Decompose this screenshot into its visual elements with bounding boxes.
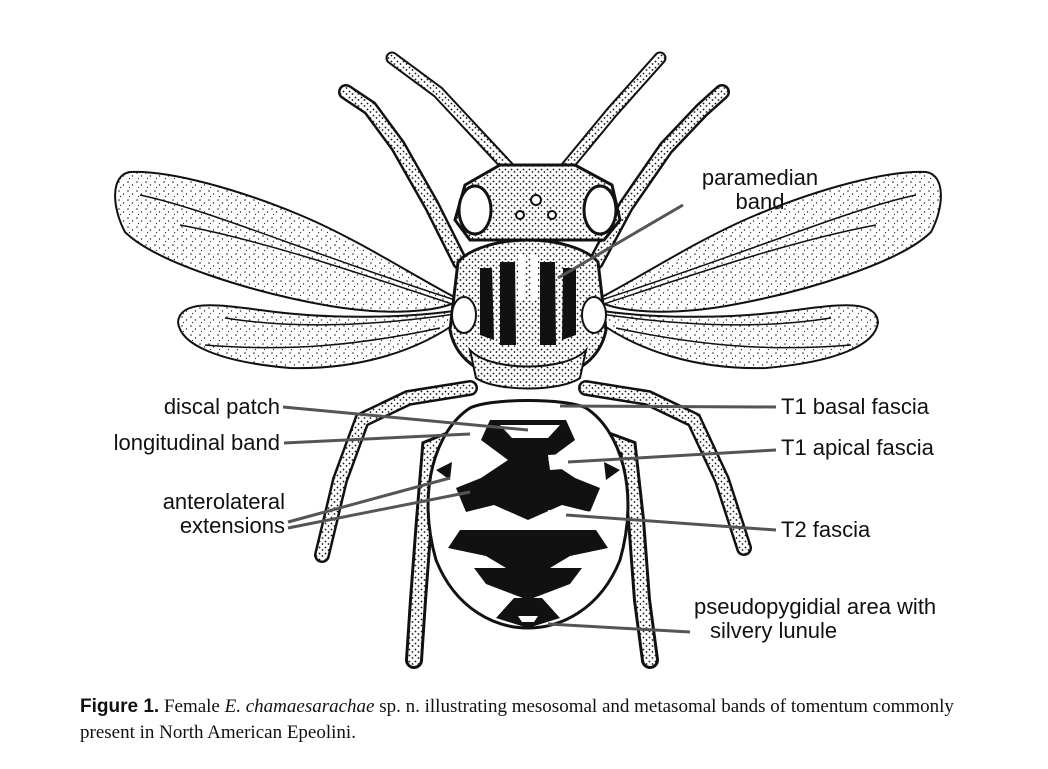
antennae <box>385 51 667 187</box>
label-line: anterolateral <box>162 489 285 514</box>
bee-illustration <box>114 51 942 669</box>
head <box>453 163 622 242</box>
pseudopygidial-area <box>496 598 560 628</box>
t1-black-area <box>456 420 600 520</box>
mesosoma <box>448 238 608 390</box>
label-t1-apical-fascia: T1 apical fascia <box>781 435 934 460</box>
caption-text-after: sp. n. illustrating mesosomal and metaso… <box>80 696 954 743</box>
t3-black-area <box>448 530 608 580</box>
left-hindwing <box>176 304 461 370</box>
label-anterolateral-extensions: anterolateral extensions <box>80 490 285 538</box>
label-longitudinal-band: longitudinal band <box>113 430 280 455</box>
label-discal-patch: discal patch <box>163 394 280 419</box>
label-line: extensions <box>179 513 285 538</box>
right-eye <box>582 184 618 236</box>
t2-fascia <box>548 510 608 526</box>
right-hindwing <box>595 304 880 370</box>
label-pseudopygidial-area: pseudopygidial area with silvery lunule <box>694 595 936 643</box>
caption-text-before: Female <box>163 696 220 717</box>
wings <box>114 170 942 370</box>
leader-lines <box>282 203 777 634</box>
label-line: silvery lunule <box>710 618 838 643</box>
label-line: band <box>735 189 785 214</box>
label-paramedian-band: paramedian band <box>680 166 840 214</box>
label-line: paramedian <box>701 165 819 190</box>
label-t2-fascia: T2 fascia <box>781 517 871 542</box>
metasoma <box>426 399 630 630</box>
figure-label: Figure 1. <box>80 696 160 717</box>
label-line: pseudopygidial area with <box>694 594 937 619</box>
figure-caption: Figure 1. Female E. chamaesarachae sp. n… <box>80 694 980 746</box>
species-name: E. chamaesarachae <box>224 696 375 717</box>
legs <box>314 380 752 669</box>
left-eye <box>457 184 493 236</box>
t4-black-area <box>474 568 582 600</box>
label-t1-basal-fascia: T1 basal fascia <box>781 394 929 419</box>
paramedian-band <box>518 255 538 300</box>
